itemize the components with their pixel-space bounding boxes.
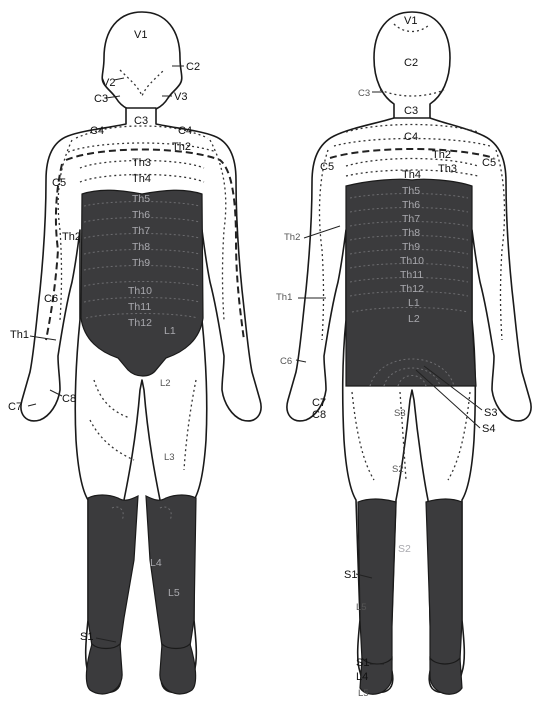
label-back-th3: Th3	[438, 163, 457, 175]
label-front-th12: Th12	[128, 317, 152, 329]
label-back-th5: Th5	[402, 185, 420, 197]
label-front-c2: C2	[186, 61, 200, 73]
label-back-th11: Th11	[400, 269, 423, 281]
label-front-th11: Th11	[128, 301, 151, 313]
label-front-c3: C3	[134, 115, 148, 127]
label-back-c3-side: C3	[358, 88, 370, 99]
label-front-c5: C5	[52, 177, 66, 189]
label-back-th2-upper: Th2	[432, 149, 451, 161]
label-back-c6: C6	[280, 356, 292, 367]
label-back-th9: Th9	[402, 241, 420, 253]
label-front-th5: Th5	[132, 193, 150, 205]
label-back-c3: C3	[404, 105, 418, 117]
label-back-c5-left: C5	[320, 161, 334, 173]
label-front-th9: Th9	[132, 257, 150, 269]
label-back-v1: V1	[404, 15, 417, 27]
label-front-l2: L2	[160, 378, 171, 389]
label-front-c8: C8	[62, 393, 76, 405]
label-back-s3: S3	[484, 407, 497, 419]
label-back-s2-thigh: S2	[392, 464, 404, 475]
label-back-c2: C2	[404, 57, 418, 69]
label-front-s1: S1	[80, 631, 93, 643]
label-front-c4-right: C4	[178, 125, 192, 137]
label-back-th2-arm: Th2	[284, 232, 300, 243]
label-front-c4-left: C4	[90, 125, 104, 137]
label-back-l2: L2	[408, 313, 420, 325]
back-right-foot	[430, 658, 462, 694]
label-back-th7: Th7	[402, 213, 420, 225]
front-shaded-left-leg	[88, 495, 138, 652]
label-front-th1: Th1	[10, 329, 29, 341]
label-front-th10: Th10	[128, 285, 152, 297]
label-front-th4: Th4	[132, 173, 151, 185]
label-front-c3-neck: C3	[94, 93, 108, 105]
label-back-c7: C7	[312, 397, 326, 409]
label-front-v1: V1	[134, 29, 147, 41]
label-front-l1: L1	[164, 325, 176, 337]
label-back-c8: C8	[312, 409, 326, 421]
label-back-l5: L5	[356, 602, 367, 613]
label-front-th2-arm: Th2	[62, 231, 81, 243]
front-left-foot	[86, 644, 122, 694]
label-back-c5-right: C5	[482, 157, 496, 169]
label-front-c7: C7	[8, 401, 22, 413]
label-back-l5-foot: L5	[358, 688, 369, 699]
label-front-th7: Th7	[132, 225, 150, 237]
label-back-s3-thigh: S3	[394, 408, 406, 419]
label-back-th6: Th6	[402, 199, 420, 211]
label-back-s1-calf: S1	[344, 569, 357, 581]
label-back-s2-calf: S2	[398, 543, 411, 555]
label-back-s1-foot: S1	[356, 657, 369, 669]
front-right-foot	[160, 644, 196, 694]
label-front-th6: Th6	[132, 209, 150, 221]
label-back-l1: L1	[408, 297, 420, 309]
back-shaded-right-calf	[426, 499, 462, 666]
label-front-th2-right: Th2	[172, 141, 191, 153]
label-back-th10: Th10	[400, 255, 424, 267]
label-front-th3: Th3	[132, 157, 151, 169]
label-back-th4: Th4	[402, 169, 421, 181]
label-front-l4: L4	[150, 557, 162, 569]
label-front-th8: Th8	[132, 241, 150, 253]
back-shaded-left-calf	[358, 499, 396, 666]
label-back-s4: S4	[482, 423, 495, 435]
label-back-c4: C4	[404, 131, 418, 143]
label-front-c6: C6	[44, 293, 58, 305]
label-front-v2: V2	[102, 77, 115, 89]
label-front-v3: V3	[174, 91, 187, 103]
label-front-l3: L3	[164, 452, 175, 463]
label-back-l4: L4	[356, 671, 368, 683]
label-back-th1-arm: Th1	[276, 292, 292, 303]
label-back-th8: Th8	[402, 227, 420, 239]
label-front-l5: L5	[168, 587, 180, 599]
label-back-th12: Th12	[400, 283, 424, 295]
